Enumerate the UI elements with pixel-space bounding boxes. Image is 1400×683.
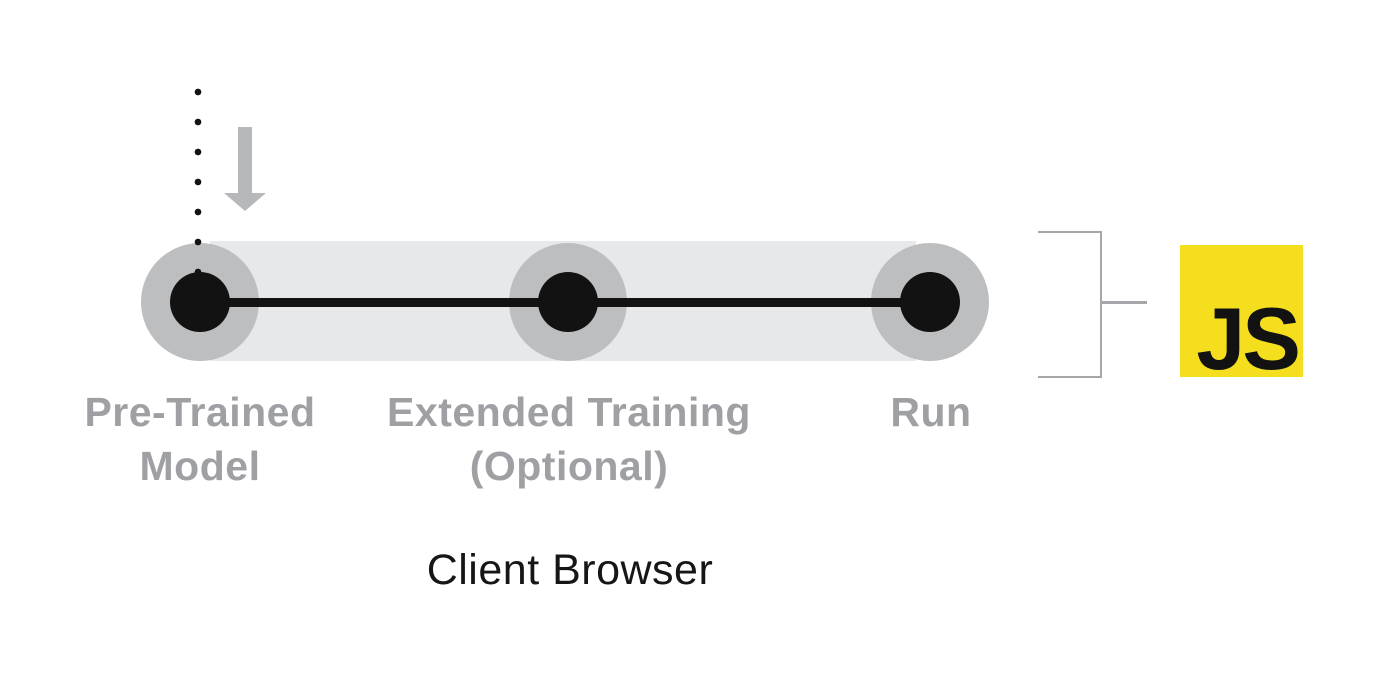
- dotted-line: [194, 77, 202, 287]
- javascript-logo: JS: [1180, 245, 1303, 377]
- node-label-run: Run: [890, 389, 972, 435]
- node-core: [900, 272, 960, 332]
- javascript-logo-text: JS: [1196, 289, 1301, 378]
- down-arrow-head: [224, 193, 266, 211]
- node-core: [538, 272, 598, 332]
- node-label-extended-training: Extended Training (Optional): [387, 389, 751, 489]
- node-label-pretrained-model: Pre-Trained Model: [84, 389, 316, 489]
- down-arrow-shaft: [238, 127, 252, 193]
- caption-client-browser: Client Browser: [426, 546, 714, 594]
- bracket-icon: [1038, 231, 1102, 378]
- node-core: [170, 272, 230, 332]
- down-arrow-icon: [224, 127, 266, 211]
- bracket-tick: [1100, 301, 1147, 304]
